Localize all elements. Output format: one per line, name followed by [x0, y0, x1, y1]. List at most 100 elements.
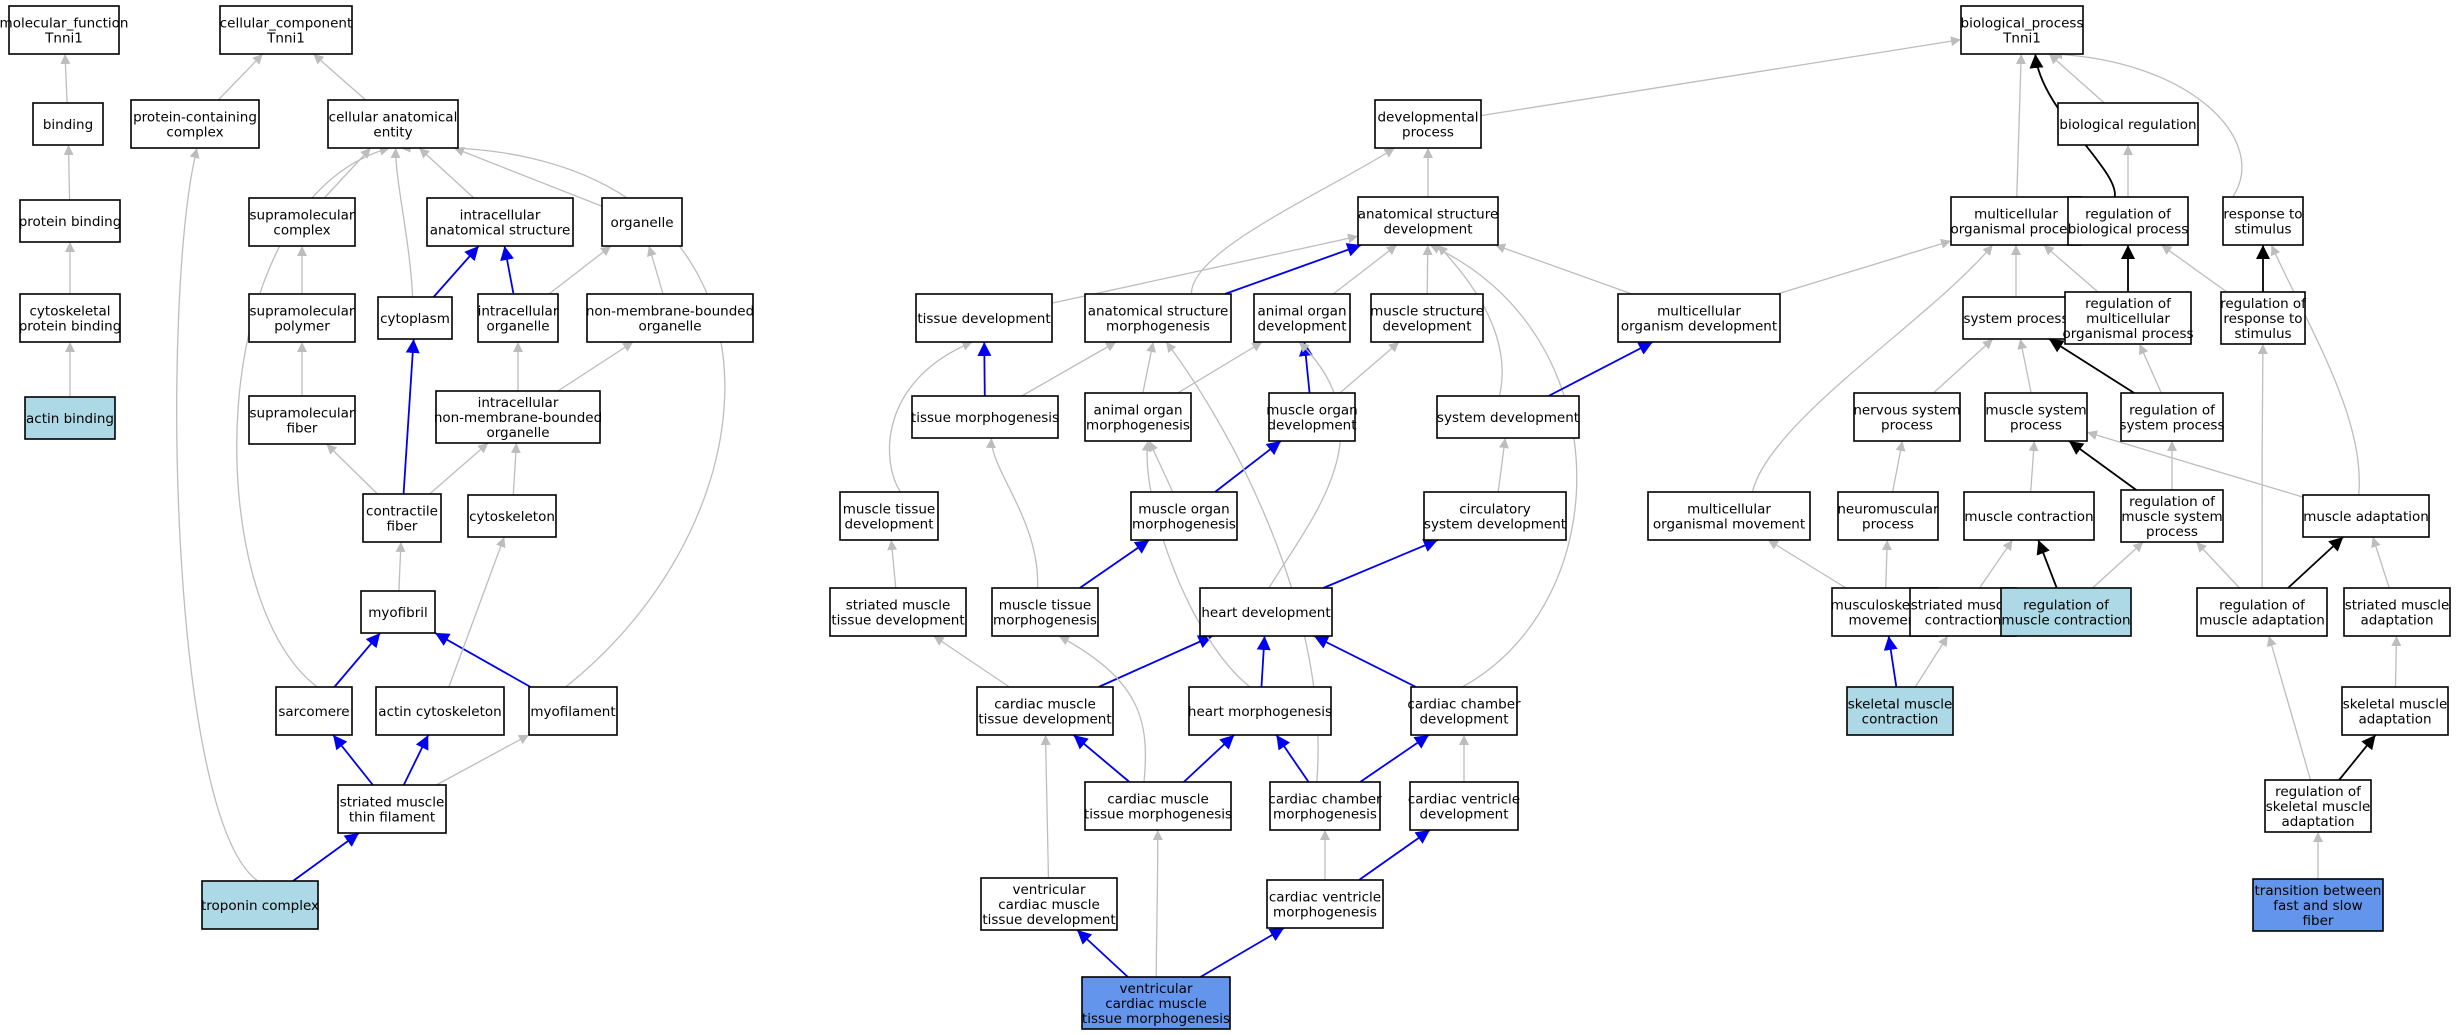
term-box [19, 199, 121, 243]
term-node-tissuemorph[interactable]: tissue morphogenesis [911, 395, 1059, 439]
term-node-actinbind[interactable]: actin binding [24, 396, 116, 440]
term-label-line: non-membrane-bounded [434, 410, 602, 426]
edge-mussysproc-to-sysproc [2017, 338, 2032, 394]
term-node-heartdev[interactable]: heart development [1199, 587, 1333, 637]
edge-heartdev-to-circsysdev [1322, 538, 1439, 589]
edge-sarcomere-to-cae [236, 145, 390, 688]
edge-ventcardmustissuedev-to-cardmustissuedev [1040, 734, 1051, 879]
edge-regmusadapt-to-regresp [2257, 343, 2268, 589]
term-label-line: muscle tissue [843, 502, 935, 518]
edge-asmorph-to-asdev [1224, 243, 1362, 295]
edge-cardmustissuedev-to-heartdev [1098, 635, 1213, 688]
term-node-myofilament[interactable]: myofilament [528, 686, 618, 736]
term-node-cytoplasm[interactable]: cytoplasm [377, 296, 453, 340]
term-node-sysdev[interactable]: system development [1436, 395, 1580, 439]
term-node-sarcomere[interactable]: sarcomere [275, 686, 353, 736]
term-node-heartmorph[interactable]: heart morphogenesis [1188, 686, 1332, 736]
term-node-cytoskeleton[interactable]: cytoskeleton [467, 494, 557, 538]
term-node-bioreg[interactable]: biological regulation [2057, 102, 2199, 146]
term-node-protbind[interactable]: protein binding [19, 199, 122, 243]
term-node-sysproc[interactable]: system process [1962, 296, 2070, 340]
term-box [435, 390, 601, 444]
term-label-line: multicellular [1687, 502, 1771, 518]
edge-troponin-to-thinfil [292, 832, 360, 882]
term-label-line: striated muscle [2345, 598, 2450, 614]
term-label-line: Tnni1 [2002, 31, 2041, 47]
term-box [1423, 491, 1567, 541]
term-label: system process [1964, 311, 2069, 327]
term-box [1130, 491, 1238, 541]
term-box [839, 491, 939, 541]
term-node-tissuedev[interactable]: tissue development [915, 293, 1053, 343]
term-box [1084, 392, 1192, 442]
term-box [1960, 5, 2084, 55]
edge-cardchambermorph-to-heartmorph [1275, 734, 1310, 783]
term-node-musadapt[interactable]: muscle adaptation [2302, 494, 2430, 538]
term-node-muscontr[interactable]: muscle contraction [1963, 491, 2095, 541]
term-node-organelle[interactable]: organelle [601, 197, 683, 247]
term-node-troponin[interactable]: troponin complex [201, 880, 319, 930]
term-node-myofibril[interactable]: myofibril [360, 590, 436, 634]
term-node-actincyto[interactable]: actin cytoskeleton [375, 686, 505, 736]
edge-strmuscontr-to-muscontr [1978, 539, 2014, 589]
term-node-binding[interactable]: binding [32, 102, 104, 146]
edge-thinfil-to-myofilament [436, 734, 530, 786]
